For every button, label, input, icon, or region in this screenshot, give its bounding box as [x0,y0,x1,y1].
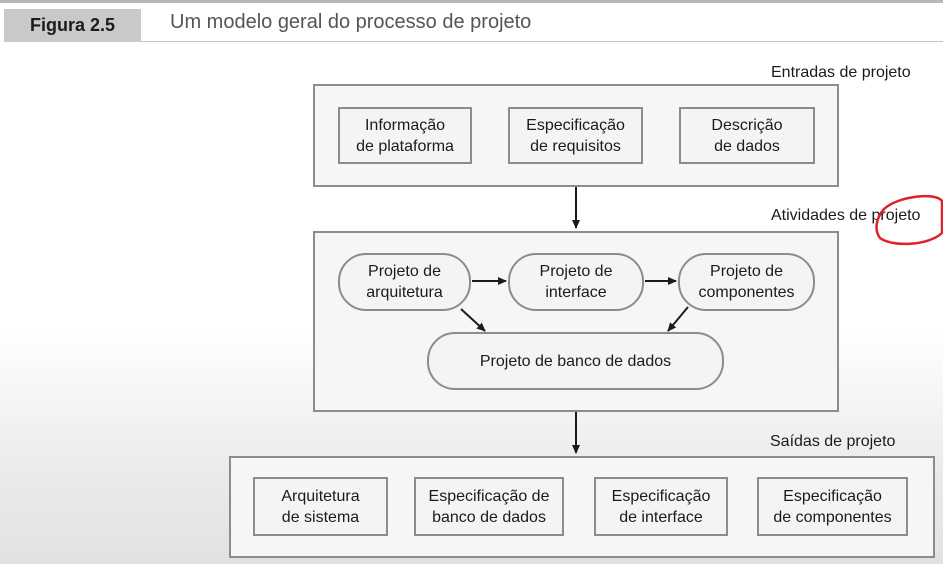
input-box-platform-info: Informação de plataforma [338,107,472,164]
activities-section-label: Atividades de projeto [771,207,921,224]
input-box-data-description: Descrição de dados [679,107,815,164]
header-rule [141,41,943,42]
figure-title: Um modelo geral do processo de projeto [170,11,532,33]
input-box-requirements-spec: Especificação de requisitos [508,107,643,164]
top-border [0,0,943,3]
figure-label: Figura 2.5 [4,9,141,42]
activity-database-design: Projeto de banco de dados [427,332,724,390]
inputs-section-label: Entradas de projeto [771,64,911,81]
activity-architecture-design: Projeto de arquitetura [338,253,471,311]
output-box-database-spec: Especificação de banco de dados [414,477,564,536]
outputs-section-label: Saídas de projeto [770,433,896,450]
output-box-component-spec: Especificação de componentes [757,477,908,536]
activity-interface-design: Projeto de interface [508,253,644,311]
output-box-interface-spec: Especificação de interface [594,477,728,536]
output-box-system-architecture: Arquitetura de sistema [253,477,388,536]
activity-component-design: Projeto de componentes [678,253,815,311]
